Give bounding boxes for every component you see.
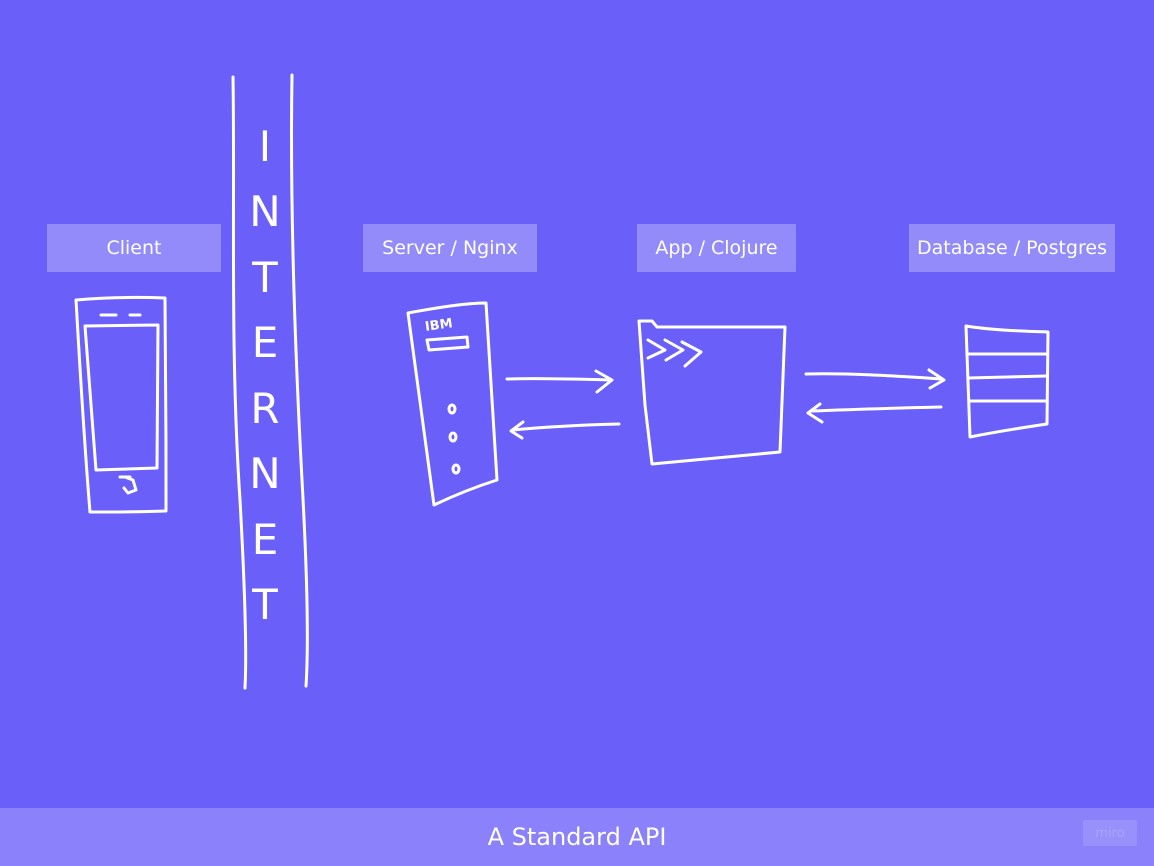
page-title: A Standard API [0, 808, 1154, 866]
arrow-database-to-app [806, 402, 943, 424]
server-label: Server / Nginx [363, 224, 537, 272]
phone-icon [74, 295, 168, 514]
client-label: Client [47, 224, 221, 272]
database-table-icon [964, 324, 1050, 439]
internet-letter: E [251, 514, 279, 564]
internet-letter: T [252, 579, 278, 629]
arrow-app-to-server [509, 420, 621, 440]
arrow-server-to-app [505, 369, 614, 394]
internet-letter: I [258, 122, 272, 171]
server-icon [406, 301, 499, 507]
database-label: Database / Postgres [909, 224, 1115, 272]
internet-letter: N [249, 449, 281, 499]
internet-pipe [231, 73, 309, 690]
arrow-app-to-database [804, 368, 946, 390]
internet-letter: N [249, 187, 281, 237]
internet-letter: T [252, 252, 278, 302]
app-label: App / Clojure [637, 224, 796, 272]
internet-letter: E [251, 318, 279, 368]
miro-watermark: miro [1083, 820, 1137, 846]
internet-letter: R [250, 383, 280, 433]
app-window-icon [637, 319, 787, 466]
